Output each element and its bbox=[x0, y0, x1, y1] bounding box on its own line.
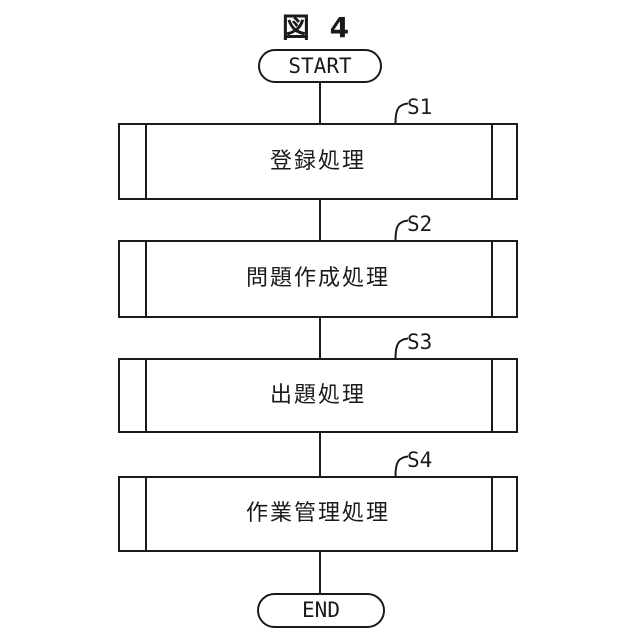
step-id-s2: S2 bbox=[407, 212, 433, 236]
process-label-s1: 登録処理 bbox=[269, 148, 366, 174]
subroutine-bar-left bbox=[145, 242, 147, 316]
process-box-s3: 出題処理 bbox=[118, 358, 518, 433]
process-box-s2: 問題作成処理 bbox=[118, 240, 518, 318]
leader-curve bbox=[394, 337, 408, 358]
end-terminal: END bbox=[257, 593, 385, 628]
process-label-s2: 問題作成処理 bbox=[245, 266, 390, 291]
leader-curve bbox=[394, 219, 408, 240]
subroutine-bar-right bbox=[491, 125, 493, 198]
step-id-s3: S3 bbox=[407, 330, 433, 354]
end-label: END bbox=[302, 598, 340, 622]
figure-title: 図 4 bbox=[281, 11, 355, 44]
start-terminal: START bbox=[258, 49, 382, 83]
process-box-s4: 作業管理処理 bbox=[118, 476, 518, 552]
subroutine-bar-left bbox=[145, 478, 147, 550]
step-ref-s2: S2 bbox=[394, 213, 432, 240]
subroutine-bar-right bbox=[491, 242, 493, 316]
process-label-s4: 作業管理処理 bbox=[245, 501, 390, 526]
step-id-s1: S1 bbox=[407, 95, 433, 119]
connector-s3-s4 bbox=[319, 433, 321, 476]
connector-s4-end bbox=[319, 552, 321, 593]
connector-s2-s3 bbox=[319, 318, 321, 358]
connector-start-s1 bbox=[319, 83, 321, 123]
step-ref-s4: S4 bbox=[394, 449, 432, 476]
subroutine-bar-right bbox=[491, 478, 493, 550]
leader-curve bbox=[394, 102, 408, 123]
step-id-s4: S4 bbox=[407, 448, 433, 472]
step-ref-s3: S3 bbox=[394, 331, 432, 358]
connector-s1-s2 bbox=[319, 200, 321, 240]
leader-curve bbox=[394, 455, 408, 476]
subroutine-bar-right bbox=[491, 360, 493, 431]
subroutine-bar-left bbox=[145, 125, 147, 198]
process-box-s1: 登録処理 bbox=[118, 123, 518, 200]
subroutine-bar-left bbox=[145, 360, 147, 431]
step-ref-s1: S1 bbox=[394, 96, 432, 123]
process-label-s3: 出題処理 bbox=[269, 382, 366, 408]
start-label: START bbox=[288, 53, 352, 78]
